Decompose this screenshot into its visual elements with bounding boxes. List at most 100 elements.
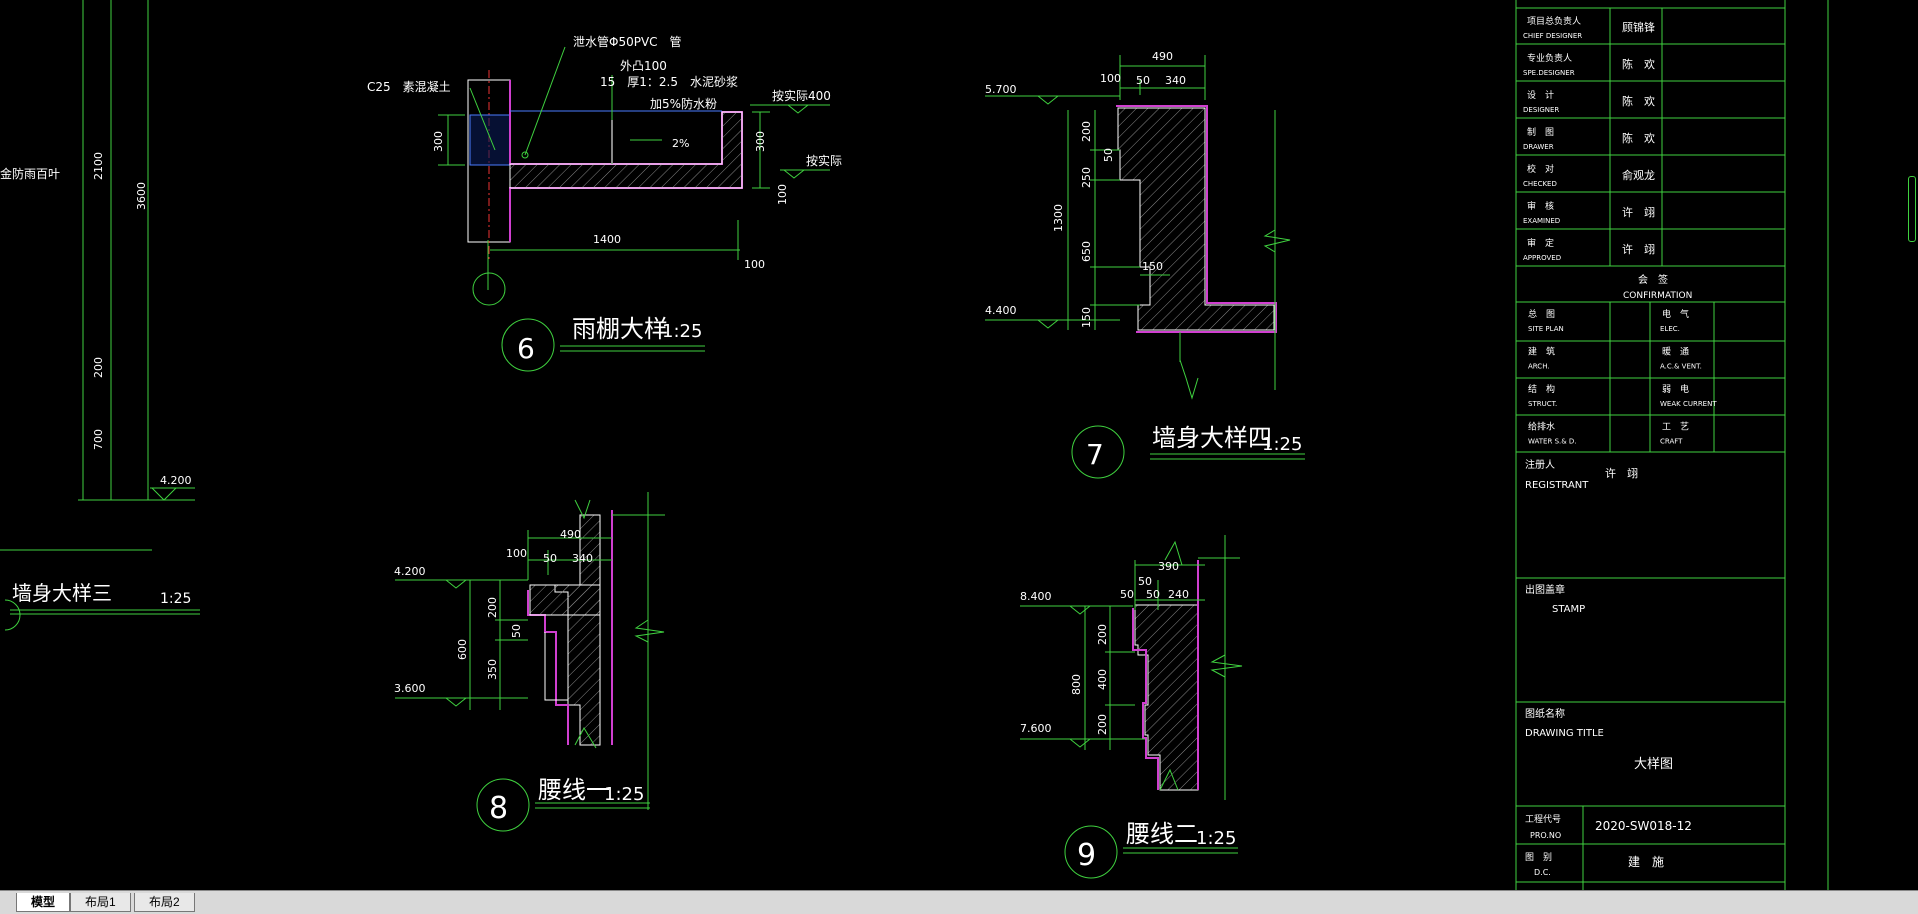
tb-drawing-title: 大样图 [1634, 757, 1673, 772]
tb-drawing-title-cn: 图纸名称 [1525, 707, 1565, 720]
tb-discipline-cn: 建 筑 [1528, 346, 1555, 358]
tb-person-name: 许 翊 [1622, 242, 1655, 256]
tb-category-cn: 图 别 [1525, 852, 1552, 863]
tb-project-no-en: PRO.NO [1530, 831, 1561, 840]
detail-7-dim-100: 100 [1100, 72, 1121, 85]
detail-9-title: 腰线二 [1126, 820, 1198, 848]
left-dim-2100: 2100 [92, 152, 105, 180]
detail-7-dim-340: 340 [1165, 74, 1186, 87]
detail-6-per-design-2: 按实际 [806, 153, 842, 168]
detail-9-dim-50c: 50 [1146, 588, 1160, 601]
detail-6-concrete-note: C25 素混凝土 [367, 79, 451, 94]
detail-8-dim-200: 200 [486, 597, 499, 618]
detail-8-elev-bot: 3.600 [394, 682, 426, 695]
tb-discipline-cn: 工 艺 [1662, 422, 1689, 433]
detail-9-belt-line-drawing [1020, 535, 1243, 879]
detail-7-scale: 1:25 [1262, 434, 1302, 455]
tb-project-no: 2020-SW018-12 [1595, 819, 1692, 833]
detail-9-dim-200b: 200 [1096, 714, 1109, 735]
tab-model[interactable]: 模型 [16, 893, 71, 912]
detail-6-mortar-note: 15 厚1：2.5 水泥砂浆 [600, 74, 738, 89]
detail-8-number: 8 [489, 791, 508, 826]
detail-6-waterproof-note: 加5%防水粉 [650, 96, 717, 111]
tb-category-en: D.C. [1534, 868, 1551, 877]
detail-7-dim-50: 50 [1136, 74, 1150, 87]
detail-6-overhang-note: 外凸100 [620, 59, 667, 73]
tb-role-en: EXAMINED [1523, 217, 1560, 225]
tb-discipline-en: SITE PLAN [1528, 325, 1564, 333]
left-elevation: 4.200 [160, 474, 192, 487]
tb-stamp-cn: 出图盖章 [1525, 583, 1565, 596]
detail-9-dim-200a: 200 [1096, 624, 1109, 645]
detail-7-dim-50v: 50 [1102, 148, 1115, 162]
tb-discipline-cn: 结 构 [1528, 383, 1555, 395]
detail-6-title: 雨棚大样 [572, 315, 668, 343]
detail-8-dim-50: 50 [543, 552, 557, 565]
detail-8-scale: 1:25 [604, 784, 644, 805]
tb-discipline-en: A.C.& VENT. [1660, 363, 1702, 371]
detail-9-dim-50a: 50 [1138, 575, 1152, 588]
detail-7-dim-200: 200 [1080, 121, 1093, 142]
tb-role-en: DRAWER [1523, 143, 1554, 151]
detail-7-dim-150v: 150 [1080, 307, 1093, 328]
tb-registrant-name: 许 翊 [1605, 466, 1638, 480]
tb-role-cn: 设 计 [1527, 89, 1554, 101]
detail-6-number: 6 [517, 332, 535, 365]
detail-8-elev-top: 4.200 [394, 565, 426, 578]
tb-drawing-title-en: DRAWING TITLE [1525, 728, 1604, 739]
tb-role-cn: 专业负责人 [1527, 52, 1572, 64]
vertical-scroll-thumb[interactable] [1908, 176, 1916, 242]
tb-role-cn: 校 对 [1527, 163, 1554, 175]
tb-person-name: 俞观龙 [1622, 168, 1655, 182]
cad-drawing-canvas[interactable]: 金防雨百叶 2100 3600 200 700 4.200 墙身大样三 1:25 [0, 0, 1918, 890]
tb-registrant-cn: 注册人 [1525, 458, 1555, 471]
detail-6-pipe-note: 泄水管Φ50PVC 管 [573, 34, 682, 49]
tb-person-name: 陈 欢 [1622, 131, 1655, 145]
tb-discipline-en: STRUCT. [1528, 400, 1557, 408]
layout-tab-bar: 模型 布局1 布局2 [0, 890, 1918, 914]
tb-person-name: 陈 欢 [1622, 57, 1655, 71]
tb-discipline-en: ELEC. [1660, 325, 1680, 333]
tb-discipline-cn: 给排水 [1528, 421, 1555, 433]
detail-9-dim-800: 800 [1070, 674, 1083, 695]
detail-7-dim-650: 650 [1080, 241, 1093, 262]
detail-7-dim-490: 490 [1152, 50, 1173, 63]
detail-7-elev-top: 5.700 [985, 83, 1017, 96]
tb-role-cn: 项目总负责人 [1527, 15, 1581, 27]
detail-7-dim-1300: 1300 [1052, 204, 1065, 232]
tab-layout-2[interactable]: 布局2 [134, 893, 195, 912]
tb-project-no-cn: 工程代号 [1525, 814, 1561, 825]
tb-role-en: DESIGNER [1523, 106, 1559, 114]
tb-role-en: SPE.DESIGNER [1523, 69, 1575, 77]
detail-9-elev-bot: 7.600 [1020, 722, 1052, 735]
detail-9-dim-240: 240 [1168, 588, 1189, 601]
detail-8-dim-100: 100 [506, 547, 527, 560]
detail-9-number: 9 [1077, 838, 1096, 873]
left-partial-detail [0, 0, 200, 631]
tb-discipline-cn: 弱 电 [1662, 383, 1689, 395]
detail-9-dim-390: 390 [1158, 560, 1179, 573]
detail-6-scale: 1:25 [662, 321, 702, 342]
tab-layout-1[interactable]: 布局1 [70, 893, 131, 912]
detail-7-elev-bot: 4.400 [985, 304, 1017, 317]
tb-person-name: 许 翊 [1622, 205, 1655, 219]
tb-role-cn: 审 核 [1527, 200, 1554, 212]
detail-7-number: 7 [1086, 438, 1104, 471]
tb-role-en: APPROVED [1523, 254, 1561, 262]
detail-7-wall-drawing [985, 55, 1305, 479]
detail-6-dim-100a: 100 [744, 258, 765, 271]
left-detail-title: 墙身大样三 [12, 581, 112, 605]
detail-6-dim-1400: 1400 [593, 233, 621, 246]
tb-discipline-cn: 暖 通 [1662, 346, 1689, 358]
detail-9-dim-50b: 50 [1120, 588, 1134, 601]
detail-6-dim-300b: 300 [754, 131, 767, 152]
tb-discipline-en: WEAK CURRENT [1660, 400, 1717, 408]
detail-6-per-design-1: 按实际400 [772, 88, 831, 103]
tb-confirmation-en: CONFIRMATION [1623, 291, 1692, 301]
left-dim-3600: 3600 [135, 182, 148, 210]
detail-8-dim-50v: 50 [510, 624, 523, 638]
detail-7-title: 墙身大样四 [1152, 424, 1272, 452]
tb-stamp-en: STAMP [1552, 604, 1585, 615]
